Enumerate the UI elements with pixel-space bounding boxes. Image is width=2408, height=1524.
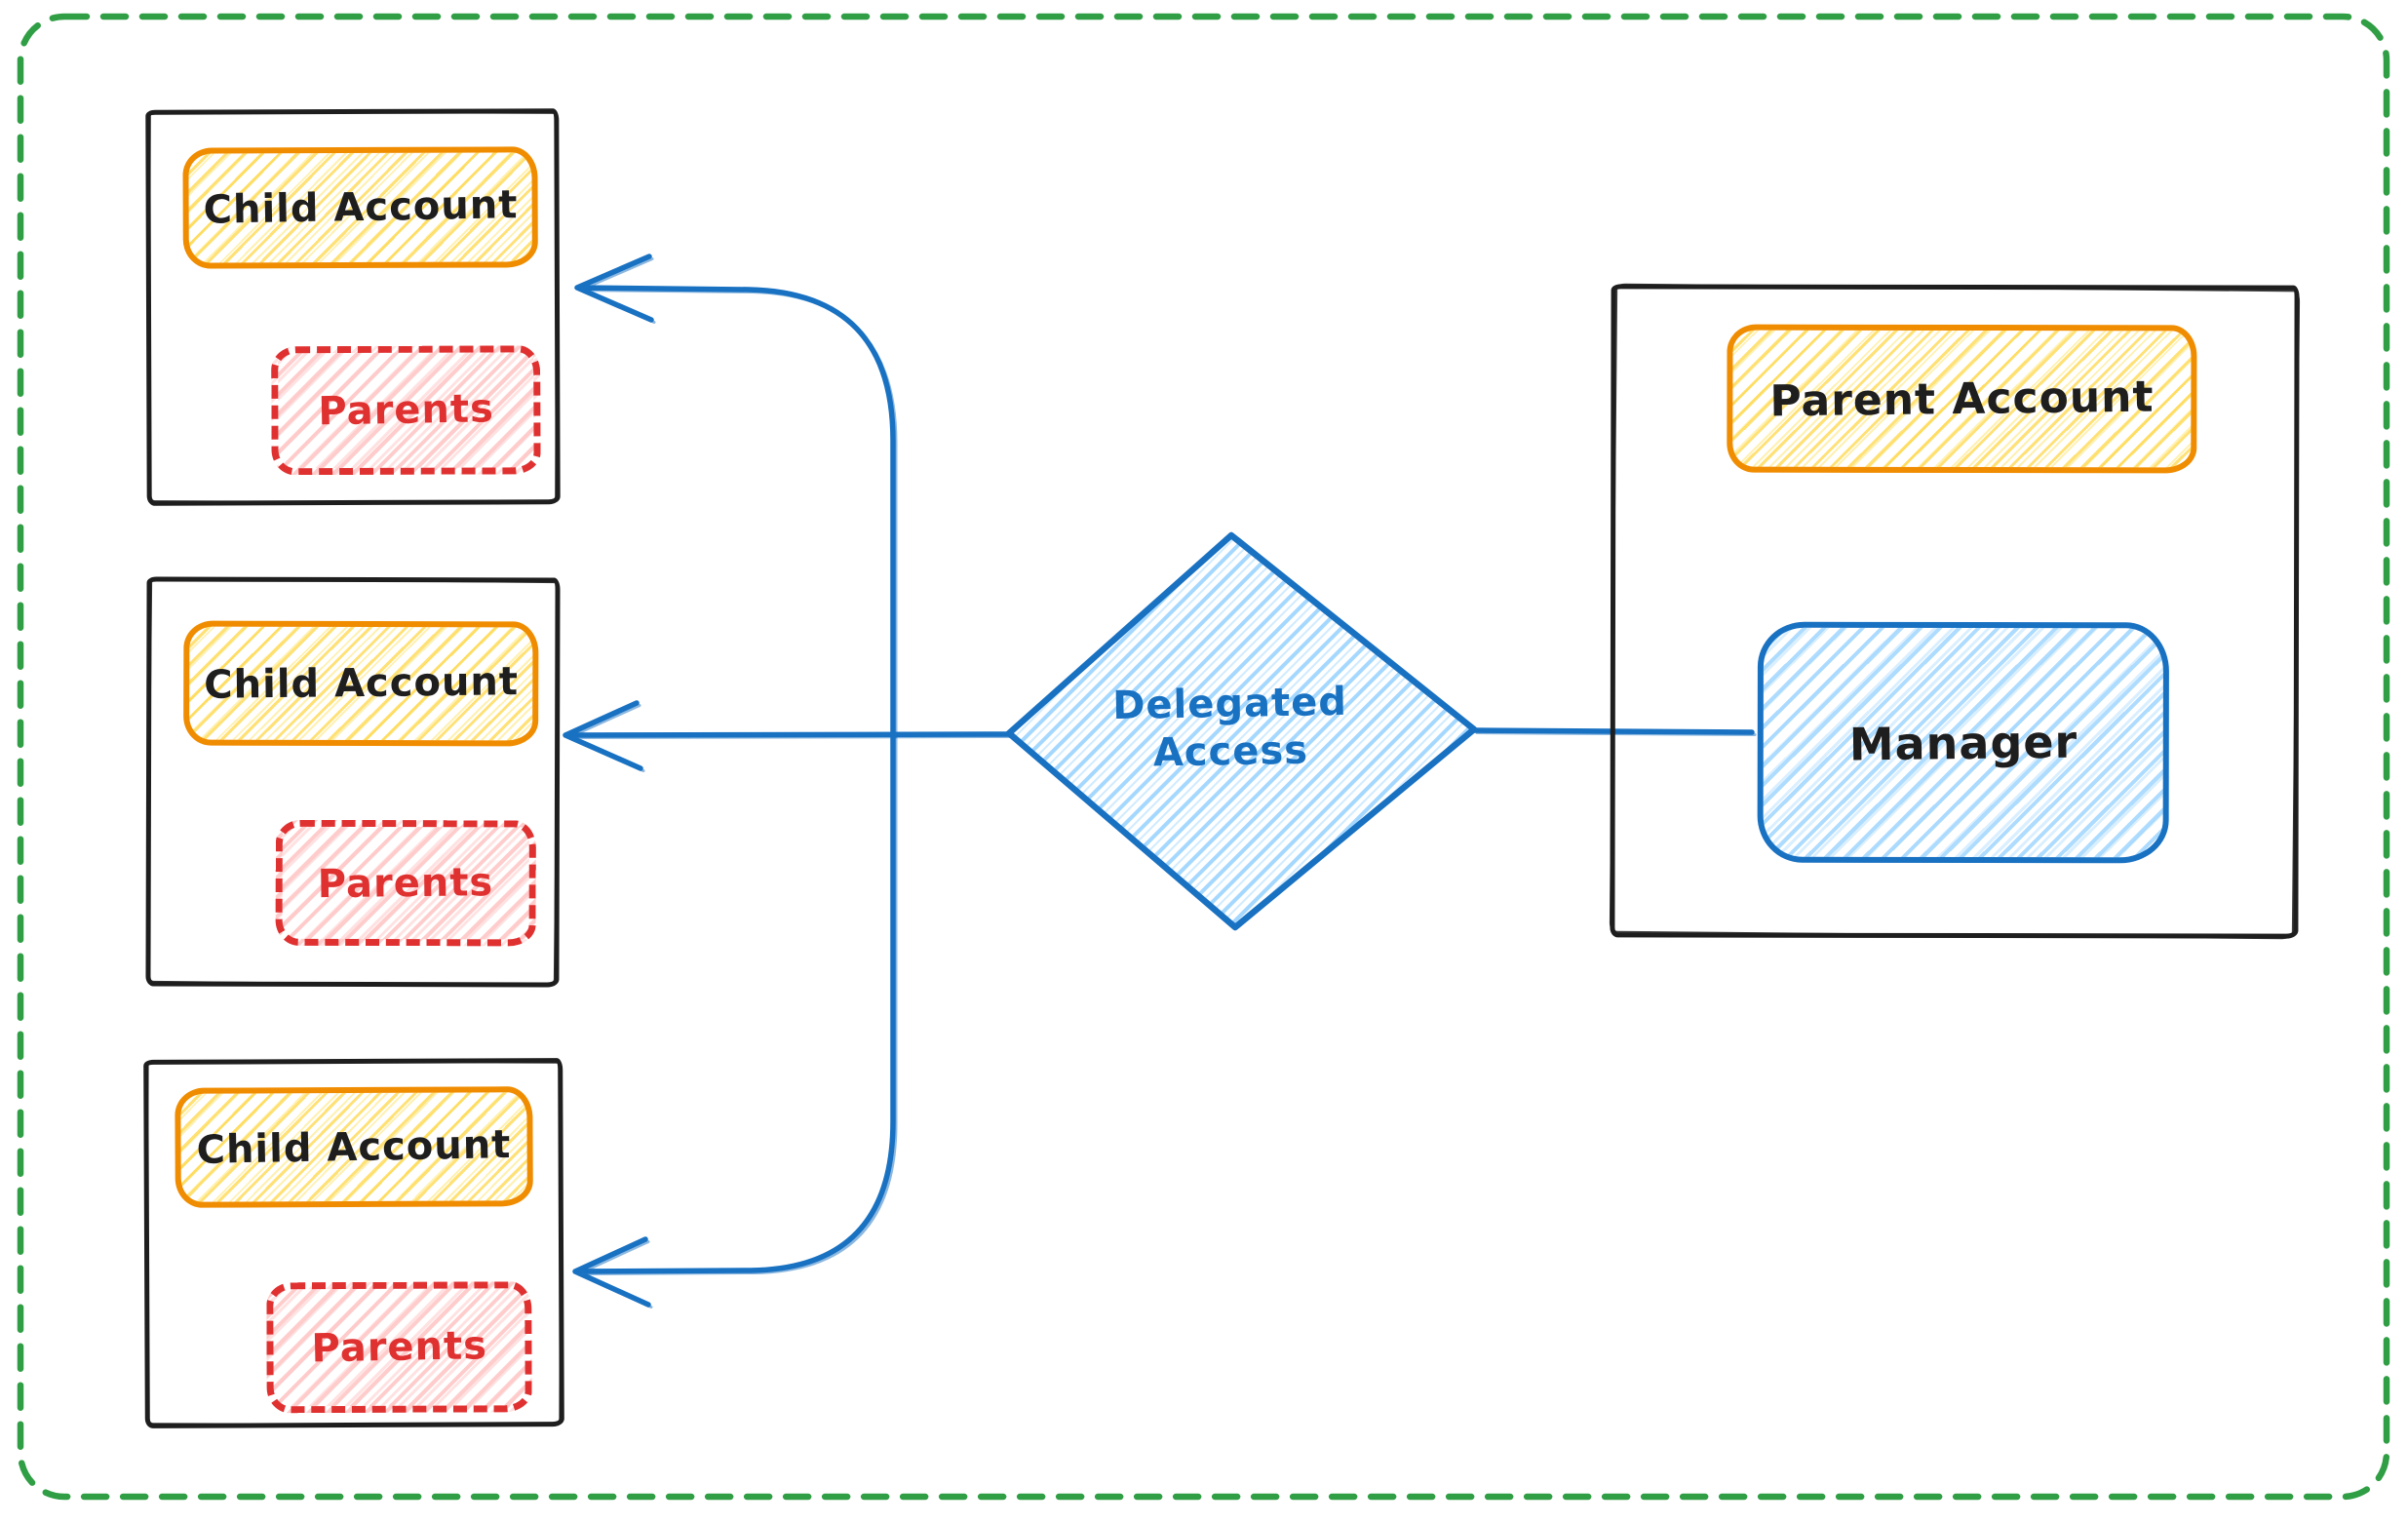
canvas-frame-border	[17, 13, 2390, 1501]
delegated-access-label: Delegated Access	[1054, 678, 1407, 779]
delegated-access-line2: Access	[1152, 727, 1309, 776]
parents-label: Parents	[317, 859, 494, 907]
parents-chip: Parents	[266, 1281, 532, 1414]
parent-account-title-chip: Parent Account	[1727, 324, 2197, 474]
child-account-title-chip: Child Account	[175, 1086, 533, 1208]
child-account-title-chip: Child Account	[183, 620, 539, 747]
arrow-to-child-1-overlay	[578, 257, 898, 738]
manager-label: Manager	[1848, 715, 2078, 770]
arrow-to-child-1	[577, 256, 893, 734]
parents-label: Parents	[317, 386, 495, 435]
child-account-box-2: Child Account Parents	[145, 576, 561, 988]
child-account-box-1: Child Account Parents	[145, 108, 561, 506]
parents-chip: Parents	[275, 819, 536, 947]
child-account-title-chip: Child Account	[182, 146, 538, 269]
manager-node: Manager	[1757, 621, 2169, 864]
arrow-to-child-3	[575, 734, 893, 1305]
parents-chip: Parents	[271, 345, 541, 476]
child-account-title: Child Account	[203, 659, 519, 708]
arrow-to-child-2-overlay	[566, 704, 1015, 772]
child-account-title: Child Account	[196, 1121, 512, 1173]
parent-account-title: Parent Account	[1769, 371, 2155, 426]
child-account-title: Child Account	[202, 182, 519, 233]
arrow-to-child-3-overlay	[576, 735, 898, 1309]
parent-account-box: Parent Account Manager	[1610, 284, 2300, 939]
child-account-box-3: Child Account Parents	[143, 1058, 564, 1428]
parents-label: Parents	[310, 1323, 488, 1372]
delegated-access-line1: Delegated	[1111, 679, 1348, 729]
